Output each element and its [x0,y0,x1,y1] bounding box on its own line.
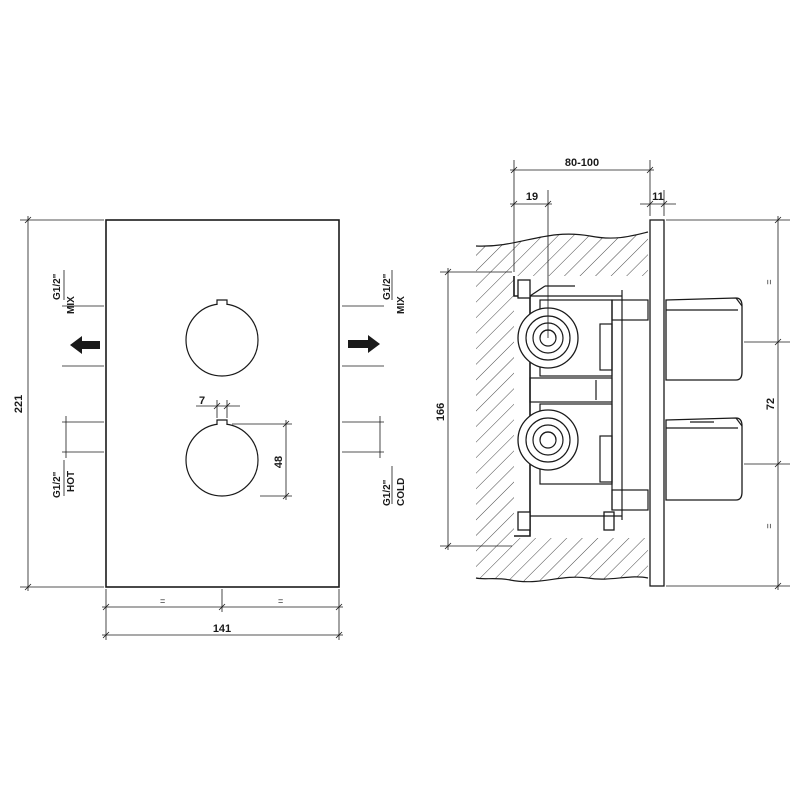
hot-thread: G1/2" [52,471,63,498]
cold-thread: G1/2" [382,479,393,506]
side-view: 80-100 19 11 166 [435,157,790,590]
body-height-label: 166 [435,403,447,421]
side-knob-spacing-label: 72 [765,398,777,410]
mix-port-right: G1/2" MIX [342,270,407,367]
hot-label: HOT [66,471,77,492]
lower-knob-side [665,417,743,501]
front-view: 7 48 221 = [13,216,407,640]
dim-plate-width: = = 141 [102,589,343,640]
dim-port-offset: 19 [510,190,552,338]
cover-plate [105,219,340,588]
upper-knob [185,298,259,377]
lower-knob [185,418,259,497]
hot-port: G1/2" HOT [52,416,104,498]
port-offset-label: 19 [526,191,538,203]
mix-left-thread: G1/2" [52,273,63,300]
dim-plate-height: 221 [13,216,104,591]
equal-mark-left: = [160,596,165,606]
dim-body-height: 166 [435,268,512,550]
plate-width-label: 141 [213,623,231,635]
mix-left-label: MIX [66,296,77,314]
arrow-right-icon [348,335,380,353]
knob-spacing-label: 48 [273,456,285,468]
equal-mark-right: = [278,596,283,606]
dim-plate-thickness: 11 [640,190,676,216]
dim-knob-spacing: 48 [232,420,292,500]
mix-port-left: G1/2" MIX [52,270,104,367]
upper-knob-side [665,297,743,381]
cold-label: COLD [396,478,407,506]
dim-depth: 80-100 [510,157,654,272]
arrow-left-icon [70,336,100,354]
dim-knob-spacing-side: = = 72 [666,216,790,590]
mix-right-thread: G1/2" [382,273,393,300]
dim-knob-offset: 7 [196,395,240,418]
plate-height-label: 221 [13,395,25,413]
cold-port: G1/2" COLD [342,416,407,506]
knob-offset-label: 7 [199,395,205,407]
side-equal-bottom: = [764,523,774,528]
depth-label: 80-100 [565,157,599,169]
mounting-box [513,276,649,537]
mix-right-label: MIX [396,296,407,314]
side-equal-top: = [764,279,774,284]
cover-plate-side [649,219,665,587]
plate-thickness-label: 11 [652,191,664,203]
lower-port [517,409,579,471]
